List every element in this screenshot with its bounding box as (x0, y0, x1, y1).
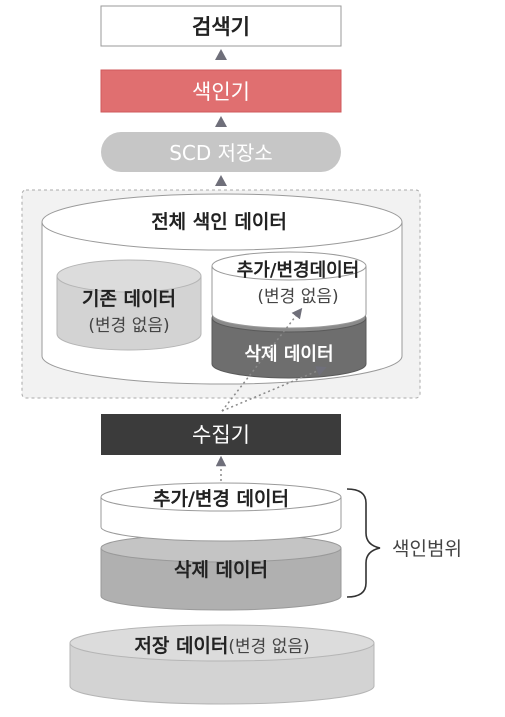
existing-data-cylinder-top (56, 259, 202, 293)
scd-storage-label: SCD 저장소 (169, 141, 273, 165)
added-data-cylinder-top (211, 251, 367, 281)
collector-label: 수집기 (192, 423, 250, 447)
deleted-data-cylinder (211, 318, 367, 379)
existing-data-label: 기존 데이터 (82, 288, 176, 310)
range-deleted-cylinder (100, 548, 342, 611)
existing-data-cylinder (56, 276, 202, 351)
scd-storage-box (101, 132, 341, 172)
dotted-arrow (221, 366, 327, 412)
arrow-up-icon (215, 116, 227, 127)
deleted-data-label: 삭제 데이터 (244, 344, 333, 365)
index-range-label: 색인범위 (392, 538, 462, 560)
indexer-label: 색인기 (192, 80, 250, 104)
index-range-brace (346, 488, 381, 598)
range-deleted-label: 삭제 데이터 (174, 559, 268, 581)
existing-data-note: (변경 없음) (88, 316, 169, 336)
added-data-label: 추가/변경데이터 (237, 260, 360, 281)
indexer-box (100, 69, 342, 113)
full-index-cylinder-top (41, 193, 403, 251)
added-data-note: (변경 없음) (257, 287, 338, 307)
range-added-label: 추가/변경 데이터 (153, 488, 289, 510)
added-data-cylinder (211, 266, 367, 329)
search-engine-box (100, 5, 342, 47)
arrow-up-icon (215, 175, 227, 186)
arrow-up-icon (215, 49, 227, 60)
dotted-arrow (221, 307, 303, 412)
storage-data-label: 저장 데이터(변경 없음) (134, 635, 309, 657)
search-engine-label: 검색기 (192, 15, 250, 39)
full-index-title: 전체 색인 데이터 (151, 211, 287, 233)
range-added-cylinder-top (100, 482, 342, 512)
storage-data-note: (변경 없음) (228, 637, 309, 657)
storage-data-bold: 저장 데이터 (134, 635, 228, 657)
collector-box (101, 414, 341, 455)
storage-data-cylinder-top (69, 624, 375, 662)
